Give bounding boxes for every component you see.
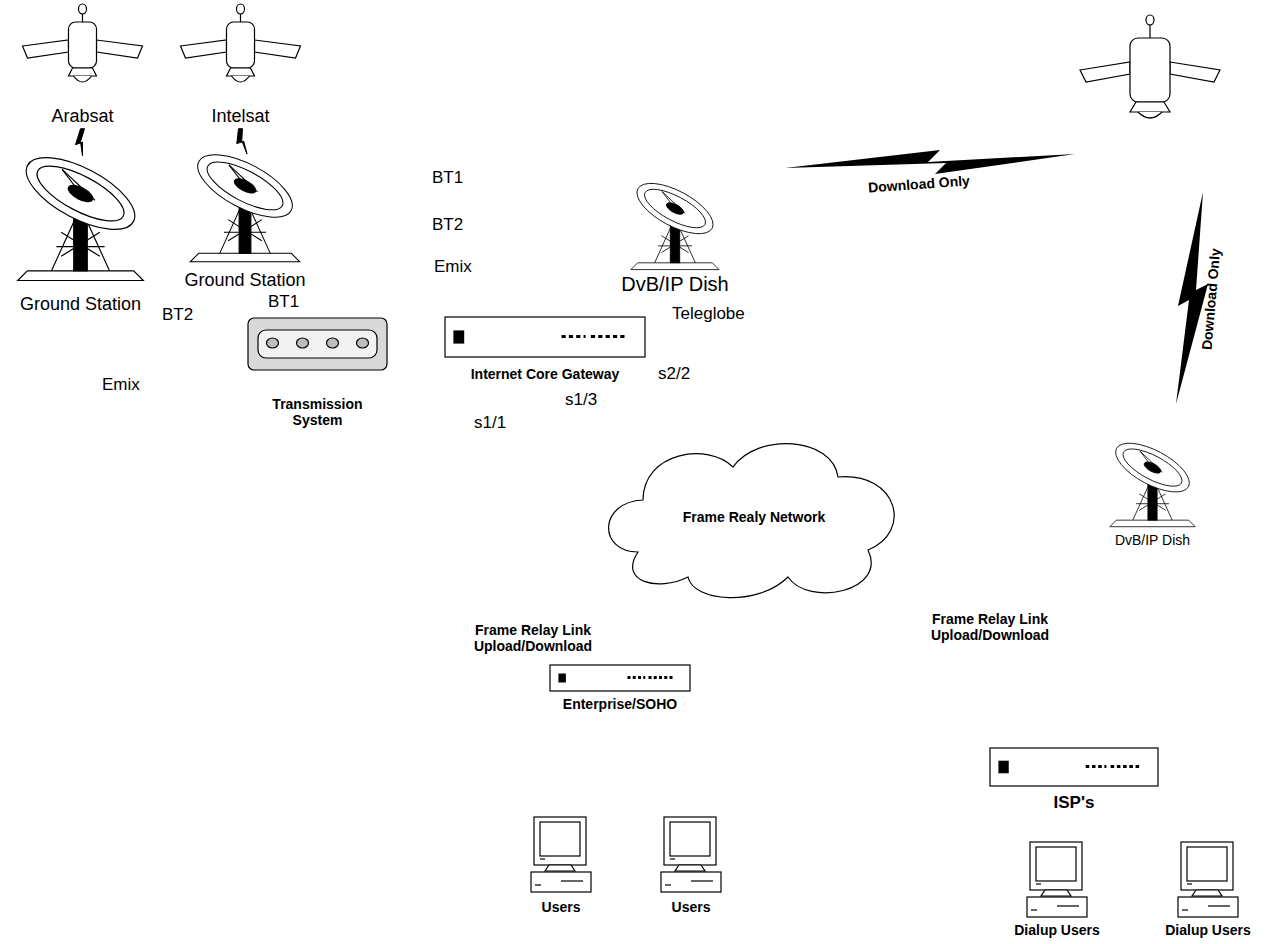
node-label: DvB/IP Dish	[600, 273, 750, 296]
link-label: s2/2	[658, 364, 690, 384]
dish-node: DvB/IP Dish	[600, 178, 750, 296]
node-label: ISP's	[985, 793, 1163, 813]
link-label: BT2	[432, 215, 463, 235]
pc-icon	[522, 815, 600, 897]
node-label: Dialup Users	[1002, 922, 1112, 938]
pc-node: Dialup Users	[1153, 840, 1263, 938]
link-label: Download Only	[1198, 248, 1223, 351]
pc-icon	[1153, 840, 1263, 920]
sat-icon	[15, 2, 150, 90]
link-label: s1/3	[565, 390, 597, 410]
node-label: Frame Realy Network	[683, 509, 825, 525]
pc-icon	[1002, 840, 1112, 920]
link-label: BT1	[268, 292, 299, 312]
link-label: Emix	[102, 375, 140, 395]
node-label: Intelsat	[178, 106, 303, 127]
node-label: Internet Core Gateway	[440, 366, 650, 382]
link-label: Emix	[434, 257, 472, 277]
lightning-link	[237, 129, 247, 154]
node-label: Ground Station	[165, 270, 325, 291]
link-label: BT2	[162, 305, 193, 325]
link-label: Frame Relay Link Upload/Download	[458, 622, 608, 654]
router-icon	[985, 745, 1163, 789]
link-label: Teleglobe	[672, 304, 745, 324]
node-label: DvB/IP Dish	[1090, 532, 1215, 548]
node-label: Enterprise/SOHO	[545, 696, 695, 712]
router-node: Enterprise/SOHO	[545, 662, 695, 712]
lightning-link	[785, 150, 1075, 174]
router-icon	[545, 662, 695, 694]
node-label: Transmission System	[258, 396, 378, 428]
satellite-icon	[1080, 15, 1220, 118]
node-label: Dialup Users	[1153, 922, 1263, 938]
sat-icon	[178, 2, 303, 90]
sat-node: Intelsat	[178, 2, 303, 127]
lightning-link	[76, 129, 85, 156]
link-label: Download Only	[868, 172, 971, 195]
link-label: BT1	[432, 168, 463, 188]
sat-node: Arabsat	[15, 2, 150, 127]
network-cloud: Frame Realy Network	[598, 432, 910, 602]
dish-node: Ground Station	[165, 148, 325, 291]
node-label: Arabsat	[15, 106, 150, 127]
link-label: Frame Relay Link Upload/Download	[915, 611, 1065, 643]
link-label: s1/1	[474, 413, 506, 433]
node-label: Users	[522, 899, 600, 915]
pc-icon	[652, 815, 730, 897]
trans-icon	[240, 316, 395, 374]
pc-node: Users	[652, 815, 730, 915]
dish-node: DvB/IP Dish	[1090, 438, 1215, 548]
pc-node: Users	[522, 815, 600, 915]
node-label: Ground Station	[8, 294, 153, 315]
dish-icon	[8, 150, 153, 290]
trans-node: Transmission System	[240, 316, 395, 428]
pc-node: Dialup Users	[1002, 840, 1112, 938]
dish-icon	[1090, 438, 1215, 530]
dish-icon	[165, 148, 325, 266]
dish-node: Ground Station	[8, 150, 153, 315]
router-node: Internet Core Gateway	[440, 314, 650, 382]
router-icon	[440, 314, 650, 360]
router-node: ISP's	[985, 745, 1163, 813]
dish-icon	[600, 178, 750, 273]
node-label: Users	[652, 899, 730, 915]
